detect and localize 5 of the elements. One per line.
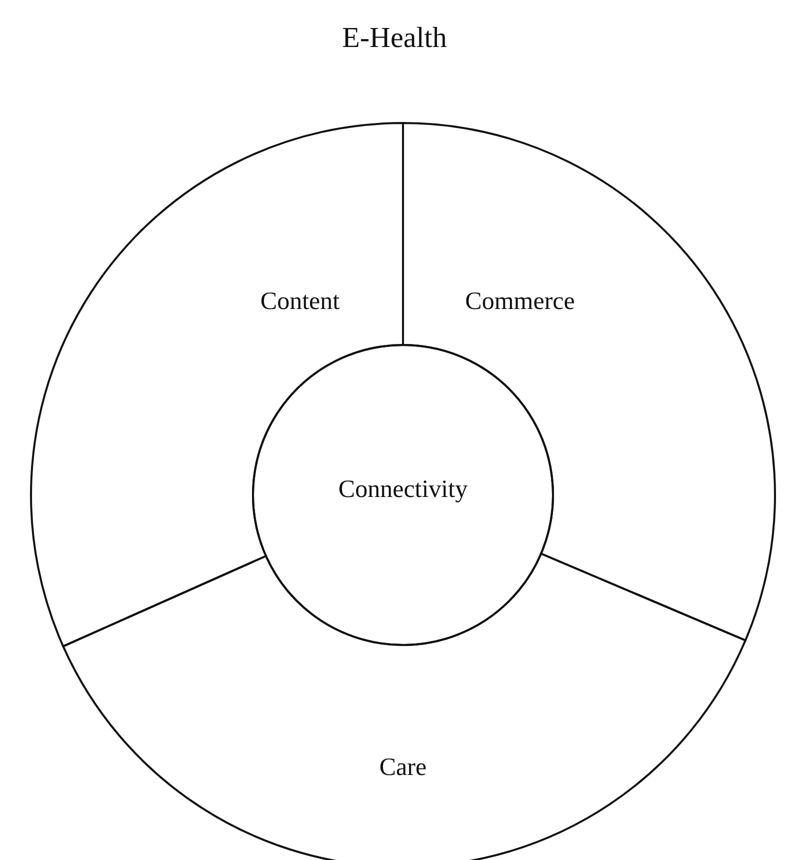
segment-label: Commerce bbox=[465, 288, 575, 316]
segment-label: Care bbox=[379, 754, 427, 782]
segment-label: Connectivity bbox=[338, 476, 468, 504]
segment-label: Content bbox=[260, 288, 340, 316]
diagram-title: E-Health bbox=[341, 22, 448, 55]
